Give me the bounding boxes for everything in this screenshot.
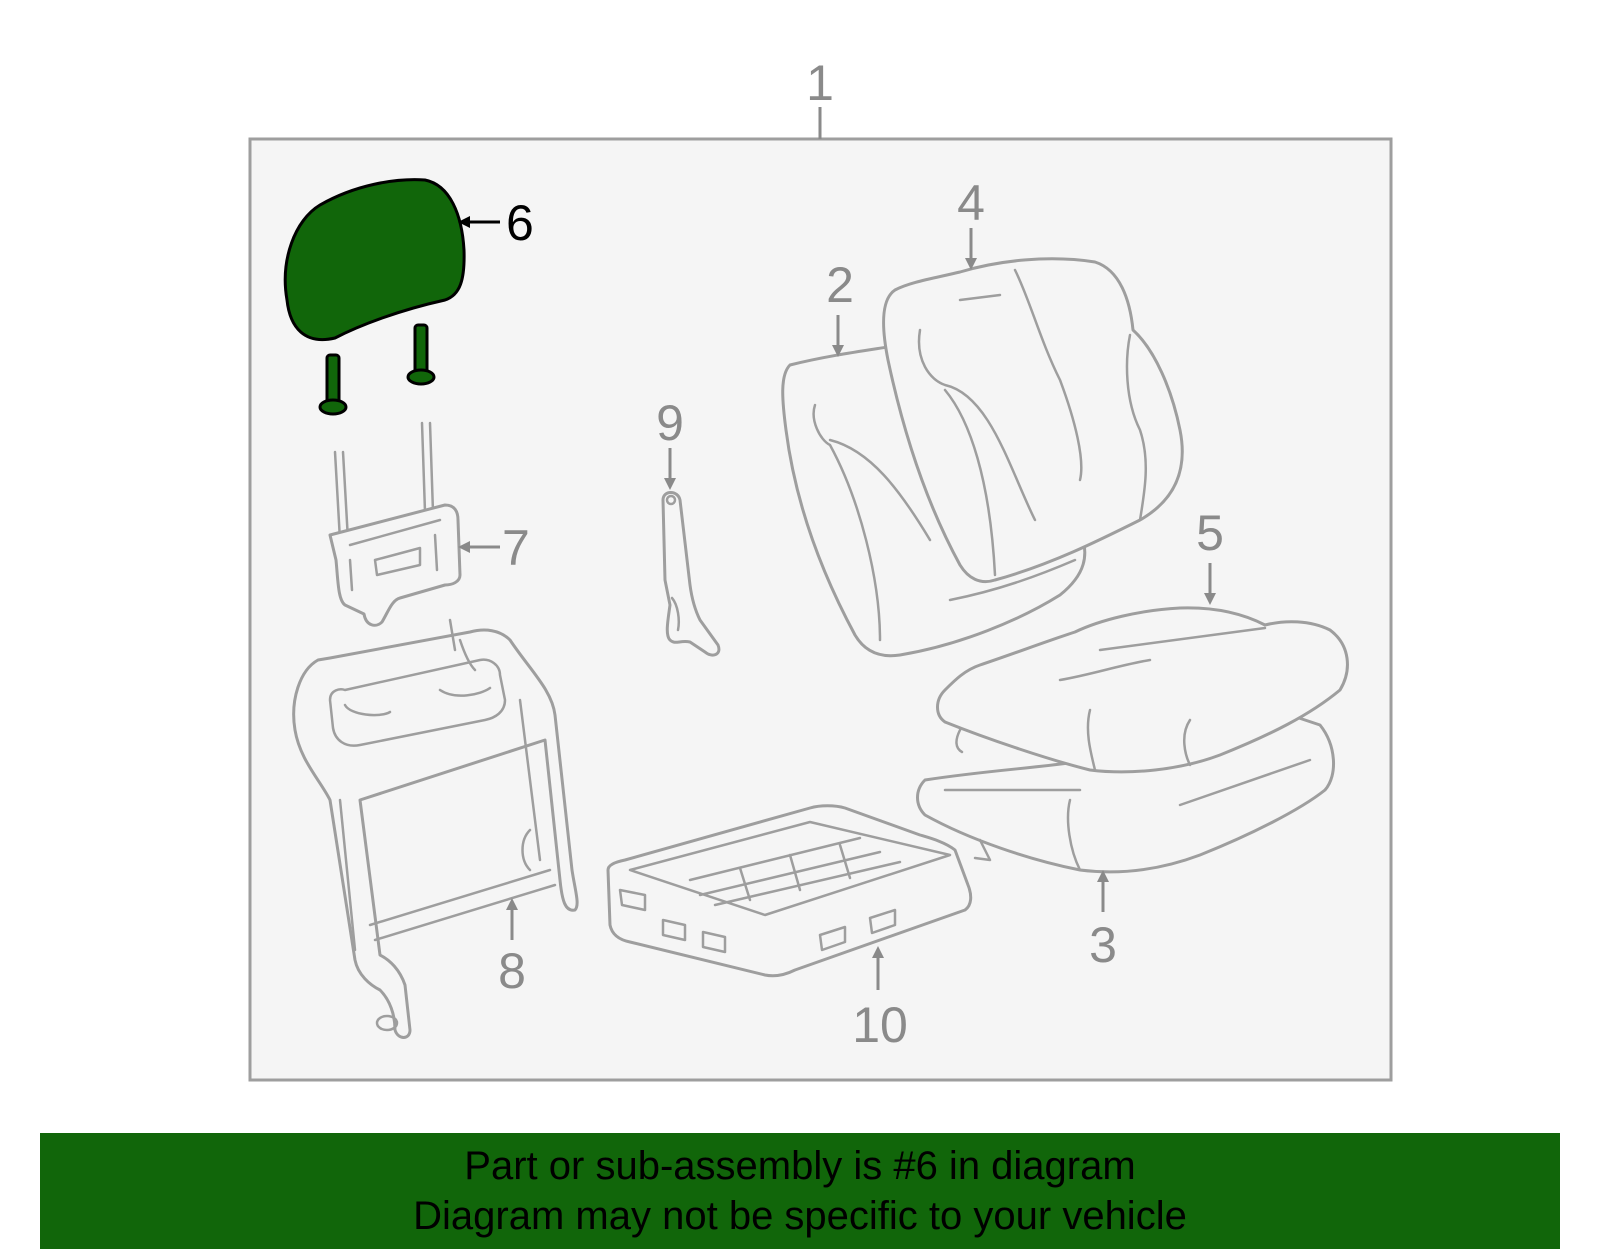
- callout-1: 1: [806, 55, 834, 111]
- callout-2-arrow: [832, 345, 844, 357]
- callout-4-arrow: [965, 258, 977, 270]
- callout-6-arrow: [458, 216, 470, 228]
- callout-9[interactable]: 9: [656, 395, 684, 451]
- callout-3[interactable]: 3: [1089, 917, 1117, 973]
- callout-5-arrow: [1204, 593, 1216, 605]
- banner-line-disclaimer: Diagram may not be specific to your vehi…: [413, 1194, 1187, 1238]
- callout-8[interactable]: 8: [498, 943, 526, 999]
- part-4-seat-back-cover[interactable]: [882, 257, 1184, 584]
- callout-5[interactable]: 5: [1196, 505, 1224, 561]
- part-7-headrest-support[interactable]: [328, 421, 462, 627]
- parts-diagram: 1 6 7 8 9: [248, 55, 1393, 1082]
- callout-6[interactable]: 6: [506, 195, 534, 251]
- callout-7[interactable]: 7: [502, 520, 530, 576]
- callout-10-arrow: [872, 946, 884, 958]
- callout-3-arrow: [1097, 870, 1109, 882]
- callout-2[interactable]: 2: [826, 257, 854, 313]
- part-9-bracket[interactable]: [661, 491, 721, 657]
- callout-7-arrow: [458, 541, 470, 553]
- part-10-seat-cushion-frame[interactable]: [606, 804, 973, 978]
- callout-10[interactable]: 10: [852, 997, 908, 1053]
- part-5-seat-cushion-cover[interactable]: [936, 606, 1349, 774]
- banner-line-part: Part or sub-assembly is #6 in diagram: [464, 1144, 1136, 1188]
- callout-9-arrow: [664, 478, 676, 490]
- part-8-seat-back-frame[interactable]: [292, 618, 579, 1039]
- callout-8-arrow: [506, 898, 518, 910]
- part-6-headrest[interactable]: [283, 178, 466, 416]
- callout-4[interactable]: 4: [957, 175, 985, 231]
- info-banner: Part or sub-assembly is #6 in diagram Di…: [40, 1133, 1560, 1249]
- part-3-seat-cushion[interactable]: [916, 713, 1336, 874]
